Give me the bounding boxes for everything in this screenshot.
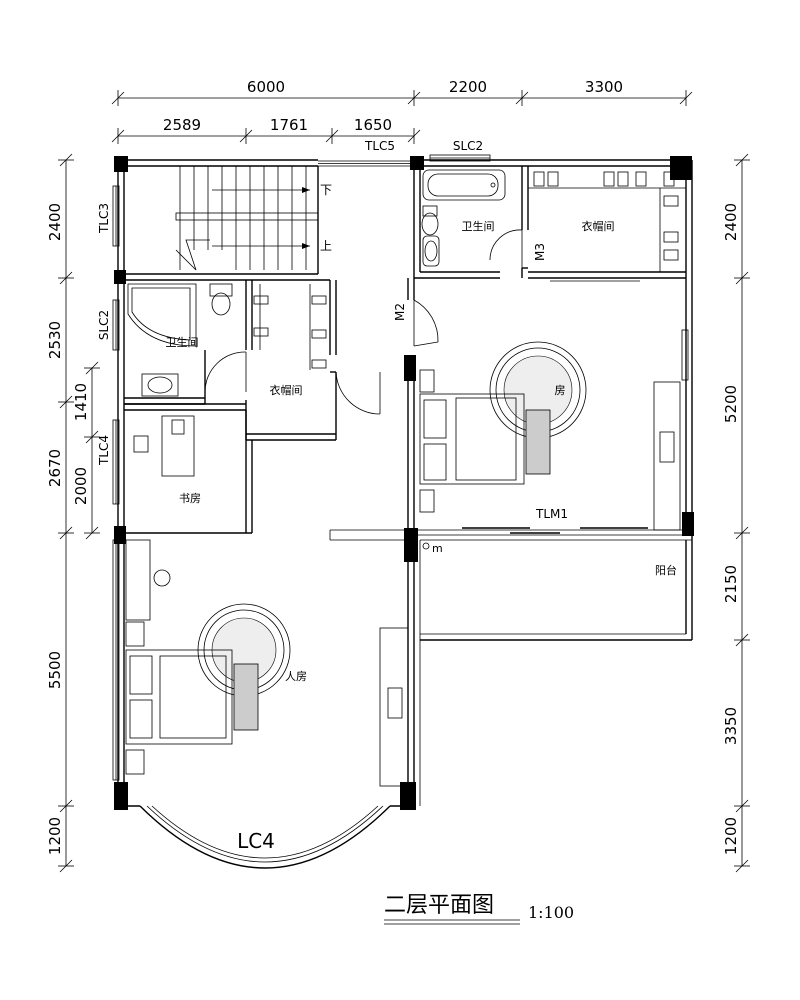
label-slc2-top: SLC2 (453, 139, 483, 153)
label-tlc3: TLC3 (97, 203, 111, 234)
dim-top-1: 6000 (247, 78, 285, 96)
lower-closet-shelves (253, 284, 327, 370)
label-tlc4: TLC4 (97, 435, 111, 466)
dim-detail-2: 1761 (270, 116, 308, 134)
room-label-bedroom-right: 房 (555, 384, 566, 397)
doors (204, 229, 523, 550)
staircase: 下 上 (175, 166, 332, 271)
right-bedroom-furniture (419, 341, 681, 531)
label-m3: M3 (533, 243, 547, 261)
room-label-closet-lower: 衣帽间 (270, 383, 303, 397)
dim-left-1: 2400 (46, 203, 64, 241)
windows (112, 154, 689, 781)
door-mark-m: m (432, 542, 443, 555)
label-tlc5: TLC5 (364, 139, 395, 153)
room-label-closet-upper: 衣帽间 (582, 219, 615, 233)
left-dimensions: 2400 2530 1410 2670 2000 5500 1200 (46, 153, 100, 873)
left-bedroom-furniture (125, 539, 409, 787)
room-labels: 卫生间 衣帽间 卫生间 衣帽间 书房 房 人房 阳台 (166, 219, 678, 683)
stair-up-label: 上 (320, 239, 332, 253)
label-m2: M2 (393, 303, 407, 321)
stair-down-label: 下 (320, 183, 332, 197)
upper-closet-shelves (528, 171, 686, 282)
room-label-bathroom-lower: 卫生间 (166, 335, 199, 349)
lower-bathroom-fixtures (127, 283, 233, 397)
study-furniture (133, 415, 195, 477)
dim-left-6: 5500 (46, 651, 64, 689)
dim-right-5: 1200 (722, 817, 740, 855)
room-label-study: 书房 (179, 492, 201, 505)
upper-bathroom-fixtures (421, 169, 506, 267)
dim-left-4: 2670 (46, 449, 64, 487)
plan-scale: 1:100 (528, 903, 574, 922)
dim-top-3: 3300 (585, 78, 623, 96)
dim-right-3: 2150 (722, 565, 740, 603)
label-tlm1: TLM1 (535, 507, 568, 521)
dim-left-2: 2530 (46, 321, 64, 359)
room-label-balcony: 阳台 (655, 563, 677, 577)
dim-left-7: 1200 (46, 817, 64, 855)
label-slc2-left: SLC2 (97, 310, 111, 340)
room-label-bathroom-upper: 卫生间 (462, 219, 495, 233)
dim-right-4: 3350 (722, 707, 740, 745)
plan-title: 二层平面图 (384, 893, 494, 918)
walls (117, 159, 693, 807)
room-label-bedroom-left: 人房 (285, 670, 307, 683)
dim-right-2: 5200 (722, 385, 740, 423)
label-lc4: LC4 (237, 829, 275, 853)
right-dimensions: 2400 5200 2150 3350 1200 (722, 153, 750, 873)
dim-detail-3: 1650 (354, 116, 392, 134)
dim-top-2: 2200 (449, 78, 487, 96)
bay-window-lc4 (139, 805, 391, 869)
drawing-title: 二层平面图 1:100 (384, 893, 574, 925)
dim-detail-1: 2589 (163, 116, 201, 134)
dim-left-5: 2000 (72, 467, 90, 505)
dim-right-1: 2400 (722, 203, 740, 241)
top-dimensions: 6000 2200 3300 2589 1761 1650 (111, 78, 693, 144)
opening-labels: TLC5 SLC2 TLC3 SLC2 TLC4 M2 M3 TLM1 LC4 … (97, 139, 568, 853)
structural-columns (114, 156, 694, 810)
dim-left-3: 1410 (72, 383, 90, 421)
